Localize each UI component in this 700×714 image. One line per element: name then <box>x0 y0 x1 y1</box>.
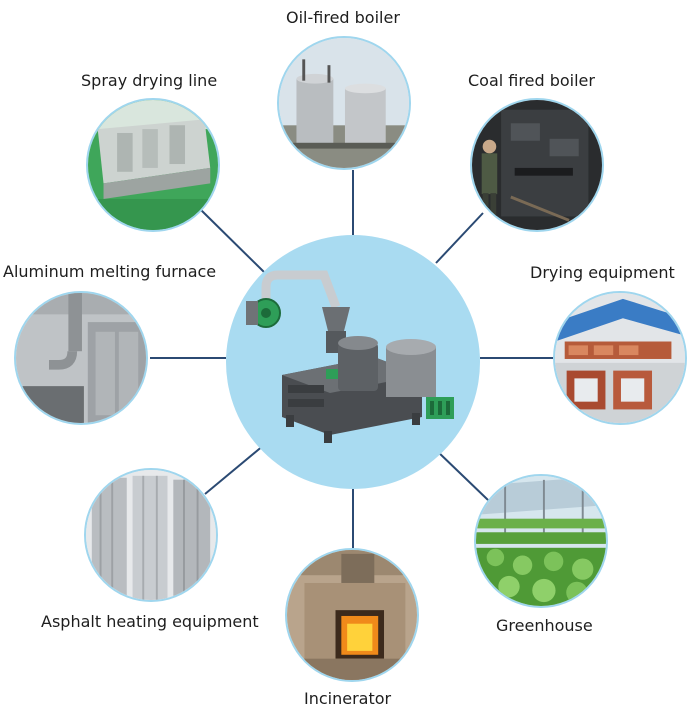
connector-asphalt-heating-equipment <box>204 444 265 495</box>
node-aluminum-melting-furnace <box>14 291 148 425</box>
label-aluminum-melting-furnace: Aluminum melting furnace <box>3 262 217 281</box>
node-oil-fired-boiler <box>277 36 411 170</box>
label-incinerator: Incinerator <box>304 689 392 708</box>
label-spray-drying-line: Spray drying line <box>81 71 218 90</box>
node-coal-fired-boiler <box>470 98 604 232</box>
connector-spray-drying-line <box>200 209 265 273</box>
label-oil-fired-boiler: Oil-fired boiler <box>286 8 400 27</box>
biomass-burner-machine-icon <box>246 270 454 443</box>
label-asphalt-heating-equipment: Asphalt heating equipment <box>41 612 259 631</box>
drying-equipment-photo-icon <box>555 293 685 423</box>
node-incinerator <box>285 548 419 682</box>
label-coal-fired-boiler: Coal fired boiler <box>468 71 595 90</box>
connector-greenhouse <box>435 449 489 501</box>
node-spray-drying-line <box>86 98 220 232</box>
aluminum-melting-furnace-photo-icon <box>16 293 146 423</box>
coal-fired-boiler-photo-icon <box>472 100 602 230</box>
node-greenhouse <box>474 474 608 608</box>
greenhouse-photo-icon <box>476 476 606 606</box>
node-asphalt-heating-equipment <box>84 468 218 602</box>
center-biomass-burner <box>226 235 480 489</box>
spray-drying-line-photo-icon <box>88 100 218 230</box>
asphalt-heating-equipment-photo-icon <box>86 470 216 600</box>
incinerator-photo-icon <box>287 550 417 680</box>
node-drying-equipment <box>553 291 687 425</box>
label-drying-equipment: Drying equipment <box>530 263 675 282</box>
oil-fired-boiler-photo-icon <box>279 38 409 168</box>
connector-coal-fired-boiler <box>435 212 484 264</box>
label-greenhouse: Greenhouse <box>496 616 593 635</box>
